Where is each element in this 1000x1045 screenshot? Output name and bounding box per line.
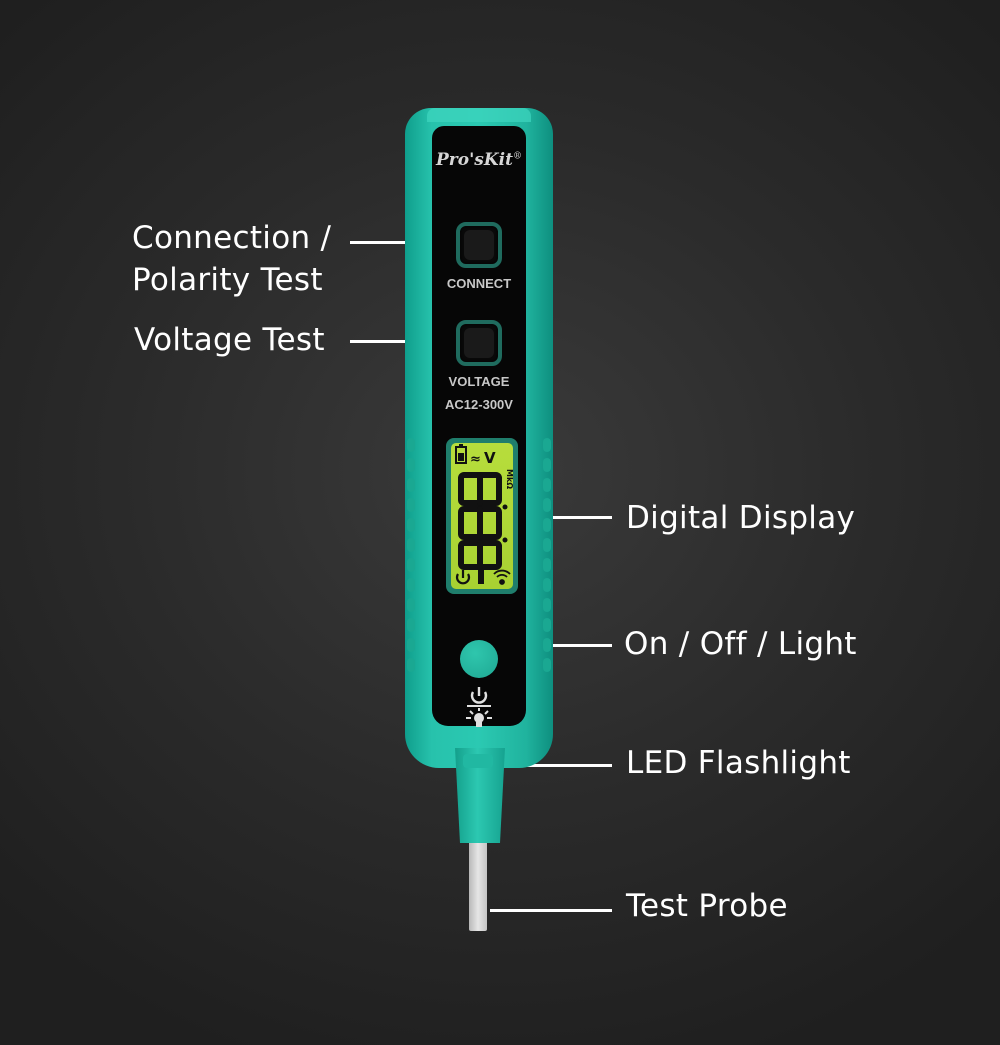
digital-display: ≈ V MkΩ [446, 438, 518, 594]
device-top-highlight [427, 108, 531, 122]
connect-caption: CONNECT [446, 276, 512, 291]
grip-left [407, 438, 415, 738]
signal-icon [493, 569, 511, 585]
power-light-button[interactable] [460, 640, 498, 678]
callout-test-probe: Test Probe [626, 885, 788, 927]
lcd-screen: ≈ V MkΩ [451, 443, 513, 589]
callout-voltage-test: Voltage Test [134, 319, 325, 361]
grip-right [543, 438, 551, 738]
callout-connection-polarity-test: Connection / Polarity Test [132, 217, 331, 301]
test-probe-tip [469, 843, 487, 931]
callout-text-line: Test Probe [626, 888, 788, 924]
callout-text-line: Digital Display [626, 500, 856, 536]
decimal-point [502, 537, 508, 543]
power-icon [470, 687, 488, 704]
decimal-point [502, 504, 508, 510]
callout-text-line: Polarity Test [132, 262, 323, 298]
callout-line-probe [490, 909, 612, 912]
callout-led-flashlight: LED Flashlight [626, 742, 851, 784]
registered-mark: ® [512, 151, 522, 162]
voltage-range-caption: AC12-300V [445, 397, 513, 412]
minus-segment [478, 570, 484, 584]
voltage-button[interactable] [456, 320, 502, 366]
callout-digital-display: Digital Display [626, 497, 855, 539]
lcd-segments: ≈ V MkΩ [455, 444, 513, 585]
voltage-tester-device: Pro'sKit® CONNECT VOLTAGE AC12-300V ≈ V [405, 108, 553, 931]
unit-symbols: MkΩ [505, 469, 513, 489]
power-icon [455, 570, 471, 585]
volt-symbol: V [484, 449, 496, 467]
connect-button[interactable] [456, 222, 502, 268]
led-flashlight [463, 754, 493, 768]
battery-icon [455, 444, 467, 464]
callout-text-line: Connection / [132, 220, 332, 256]
digit-segments [458, 472, 502, 570]
callout-text-line: On / Off / Light [624, 626, 857, 662]
callout-line-flashlight [490, 764, 612, 767]
light-bulb-icon [466, 708, 492, 727]
brand-logo: Pro'sKit® [432, 150, 526, 170]
ac-symbol: ≈ [470, 452, 481, 467]
power-light-icons [432, 686, 526, 734]
brand-name: Pro'sKit [436, 150, 513, 170]
device-faceplate: Pro'sKit® CONNECT VOLTAGE AC12-300V ≈ V [432, 126, 526, 727]
voltage-caption: VOLTAGE [448, 374, 510, 389]
callout-on-off-light: On / Off / Light [624, 623, 857, 665]
callout-text-line: Voltage Test [134, 322, 325, 358]
callout-text-line: LED Flashlight [626, 745, 851, 781]
